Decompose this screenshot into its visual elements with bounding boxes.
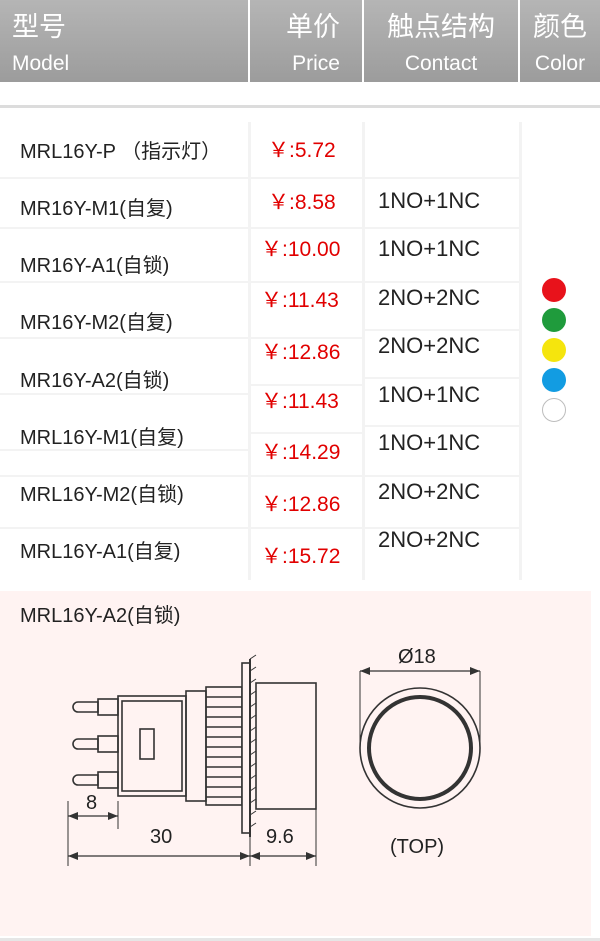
dim-30: 30	[150, 826, 172, 848]
model-cell: MR16Y-A2(自锁)	[20, 370, 170, 392]
row-divider	[365, 281, 519, 283]
header-color-zh: 颜色	[533, 12, 587, 42]
row-divider	[0, 393, 248, 395]
price-cell: ￥:10.00	[261, 238, 341, 261]
dim-9-6: 9.6	[266, 826, 294, 848]
row-divider	[0, 475, 248, 477]
ribs	[206, 696, 242, 798]
row-divider	[0, 337, 248, 339]
contact-cell: 2NO+2NC	[378, 333, 481, 358]
price-cell: ￥:11.43	[261, 289, 339, 312]
color-swatch-red	[542, 278, 566, 302]
row-divider	[365, 527, 519, 529]
price-cell: ￥:5.72	[268, 139, 336, 162]
switch-body	[117, 695, 187, 797]
dimension-drawing: MRL16Y-A2(自锁)	[0, 591, 591, 936]
terminal-base	[97, 735, 119, 753]
model-cell: MRL16Y-A1(自复)	[20, 541, 181, 563]
model-column	[0, 122, 248, 580]
row-divider	[365, 177, 519, 179]
top-view-inner	[367, 695, 473, 801]
contact-column	[365, 122, 519, 580]
color-swatch-green	[542, 308, 566, 332]
header-model-en: Model	[12, 52, 70, 75]
row-divider	[0, 227, 248, 229]
drawing-model-label: MRL16Y-A2(自锁)	[20, 605, 181, 627]
price-cell: ￥:15.72	[261, 545, 341, 568]
terminal-base	[97, 771, 119, 789]
row-divider	[251, 475, 362, 477]
price-column	[251, 122, 362, 580]
body-window	[139, 728, 155, 760]
header-contact-en: Contact	[404, 52, 478, 75]
model-cell: MRL16Y-M2(自锁)	[20, 484, 184, 506]
panel	[241, 662, 251, 834]
row-divider	[251, 177, 362, 179]
row-divider	[0, 177, 248, 179]
price-cell: ￥:12.86	[261, 493, 341, 516]
row-divider	[251, 527, 362, 529]
row-divider	[251, 281, 362, 283]
separator	[0, 105, 600, 108]
contact-cell: 1NO+1NC	[378, 236, 481, 261]
row-divider	[251, 384, 362, 386]
header-contact: 触点结构 Contact	[364, 0, 518, 82]
contact-cell: 1NO+1NC	[378, 430, 481, 455]
row-divider	[365, 227, 519, 229]
header-contact-zh: 触点结构	[387, 12, 495, 42]
dimension-diagram: Ø18 8 30 9.6 (TOP)	[67, 646, 481, 866]
price-cell: ￥:12.86	[261, 341, 341, 364]
terminal-pin	[72, 738, 99, 750]
dim-8: 8	[86, 792, 97, 814]
dim-diameter: Ø18	[398, 646, 436, 668]
row-divider	[0, 281, 248, 283]
bottom-divider	[0, 938, 600, 941]
button-head	[255, 682, 317, 810]
model-cell: MRL16Y-P （指示灯）	[20, 141, 222, 163]
housing	[185, 690, 207, 802]
row-divider	[365, 377, 519, 379]
header-model-zh: 型号	[12, 12, 66, 42]
price-cell: ￥:8.58	[268, 191, 336, 214]
contact-cell: 2NO+2NC	[378, 527, 481, 552]
row-divider	[365, 475, 519, 477]
model-cell: MRL16Y-M1(自复)	[20, 427, 184, 449]
color-swatch-yellow	[542, 338, 566, 362]
color-swatch-blue	[542, 368, 566, 392]
row-divider	[251, 337, 362, 339]
color-swatch-white	[542, 398, 566, 422]
header-price-en: Price	[292, 52, 340, 75]
row-divider	[251, 227, 362, 229]
model-cell: MR16Y-M1(自复)	[20, 198, 173, 220]
row-divider	[0, 449, 248, 451]
switch-body-inner	[121, 700, 183, 792]
header-price: 单价 Price	[250, 0, 362, 82]
row-divider	[365, 329, 519, 331]
row-divider	[0, 527, 248, 529]
terminal-pin	[72, 701, 99, 713]
table-header: 型号 Model 单价 Price 触点结构 Contact 颜色 Color	[0, 0, 600, 84]
row-divider	[365, 425, 519, 427]
header-color: 颜色 Color	[520, 0, 600, 82]
price-cell: ￥:14.29	[261, 441, 341, 464]
model-cell: MR16Y-A1(自锁)	[20, 255, 170, 277]
contact-cell: 2NO+2NC	[378, 285, 481, 310]
terminal-base	[97, 698, 119, 716]
top-view-outer	[359, 687, 481, 809]
header-color-en: Color	[534, 52, 586, 75]
terminal-pin	[72, 774, 99, 786]
product-table: MRL16Y-P （指示灯） MR16Y-M1(自复) MR16Y-A1(自锁)…	[0, 122, 600, 580]
panel-hatch	[249, 654, 257, 828]
contact-cell: 1NO+1NC	[378, 382, 481, 407]
price-cell: ￥:11.43	[261, 390, 339, 413]
top-view-label: (TOP)	[390, 836, 444, 858]
contact-cell: 1NO+1NC	[378, 188, 481, 213]
header-model: 型号 Model	[0, 0, 248, 82]
row-divider	[251, 432, 362, 434]
header-price-zh: 单价	[286, 12, 340, 42]
contact-cell: 2NO+2NC	[378, 479, 481, 504]
model-cell: MR16Y-M2(自复)	[20, 312, 173, 334]
